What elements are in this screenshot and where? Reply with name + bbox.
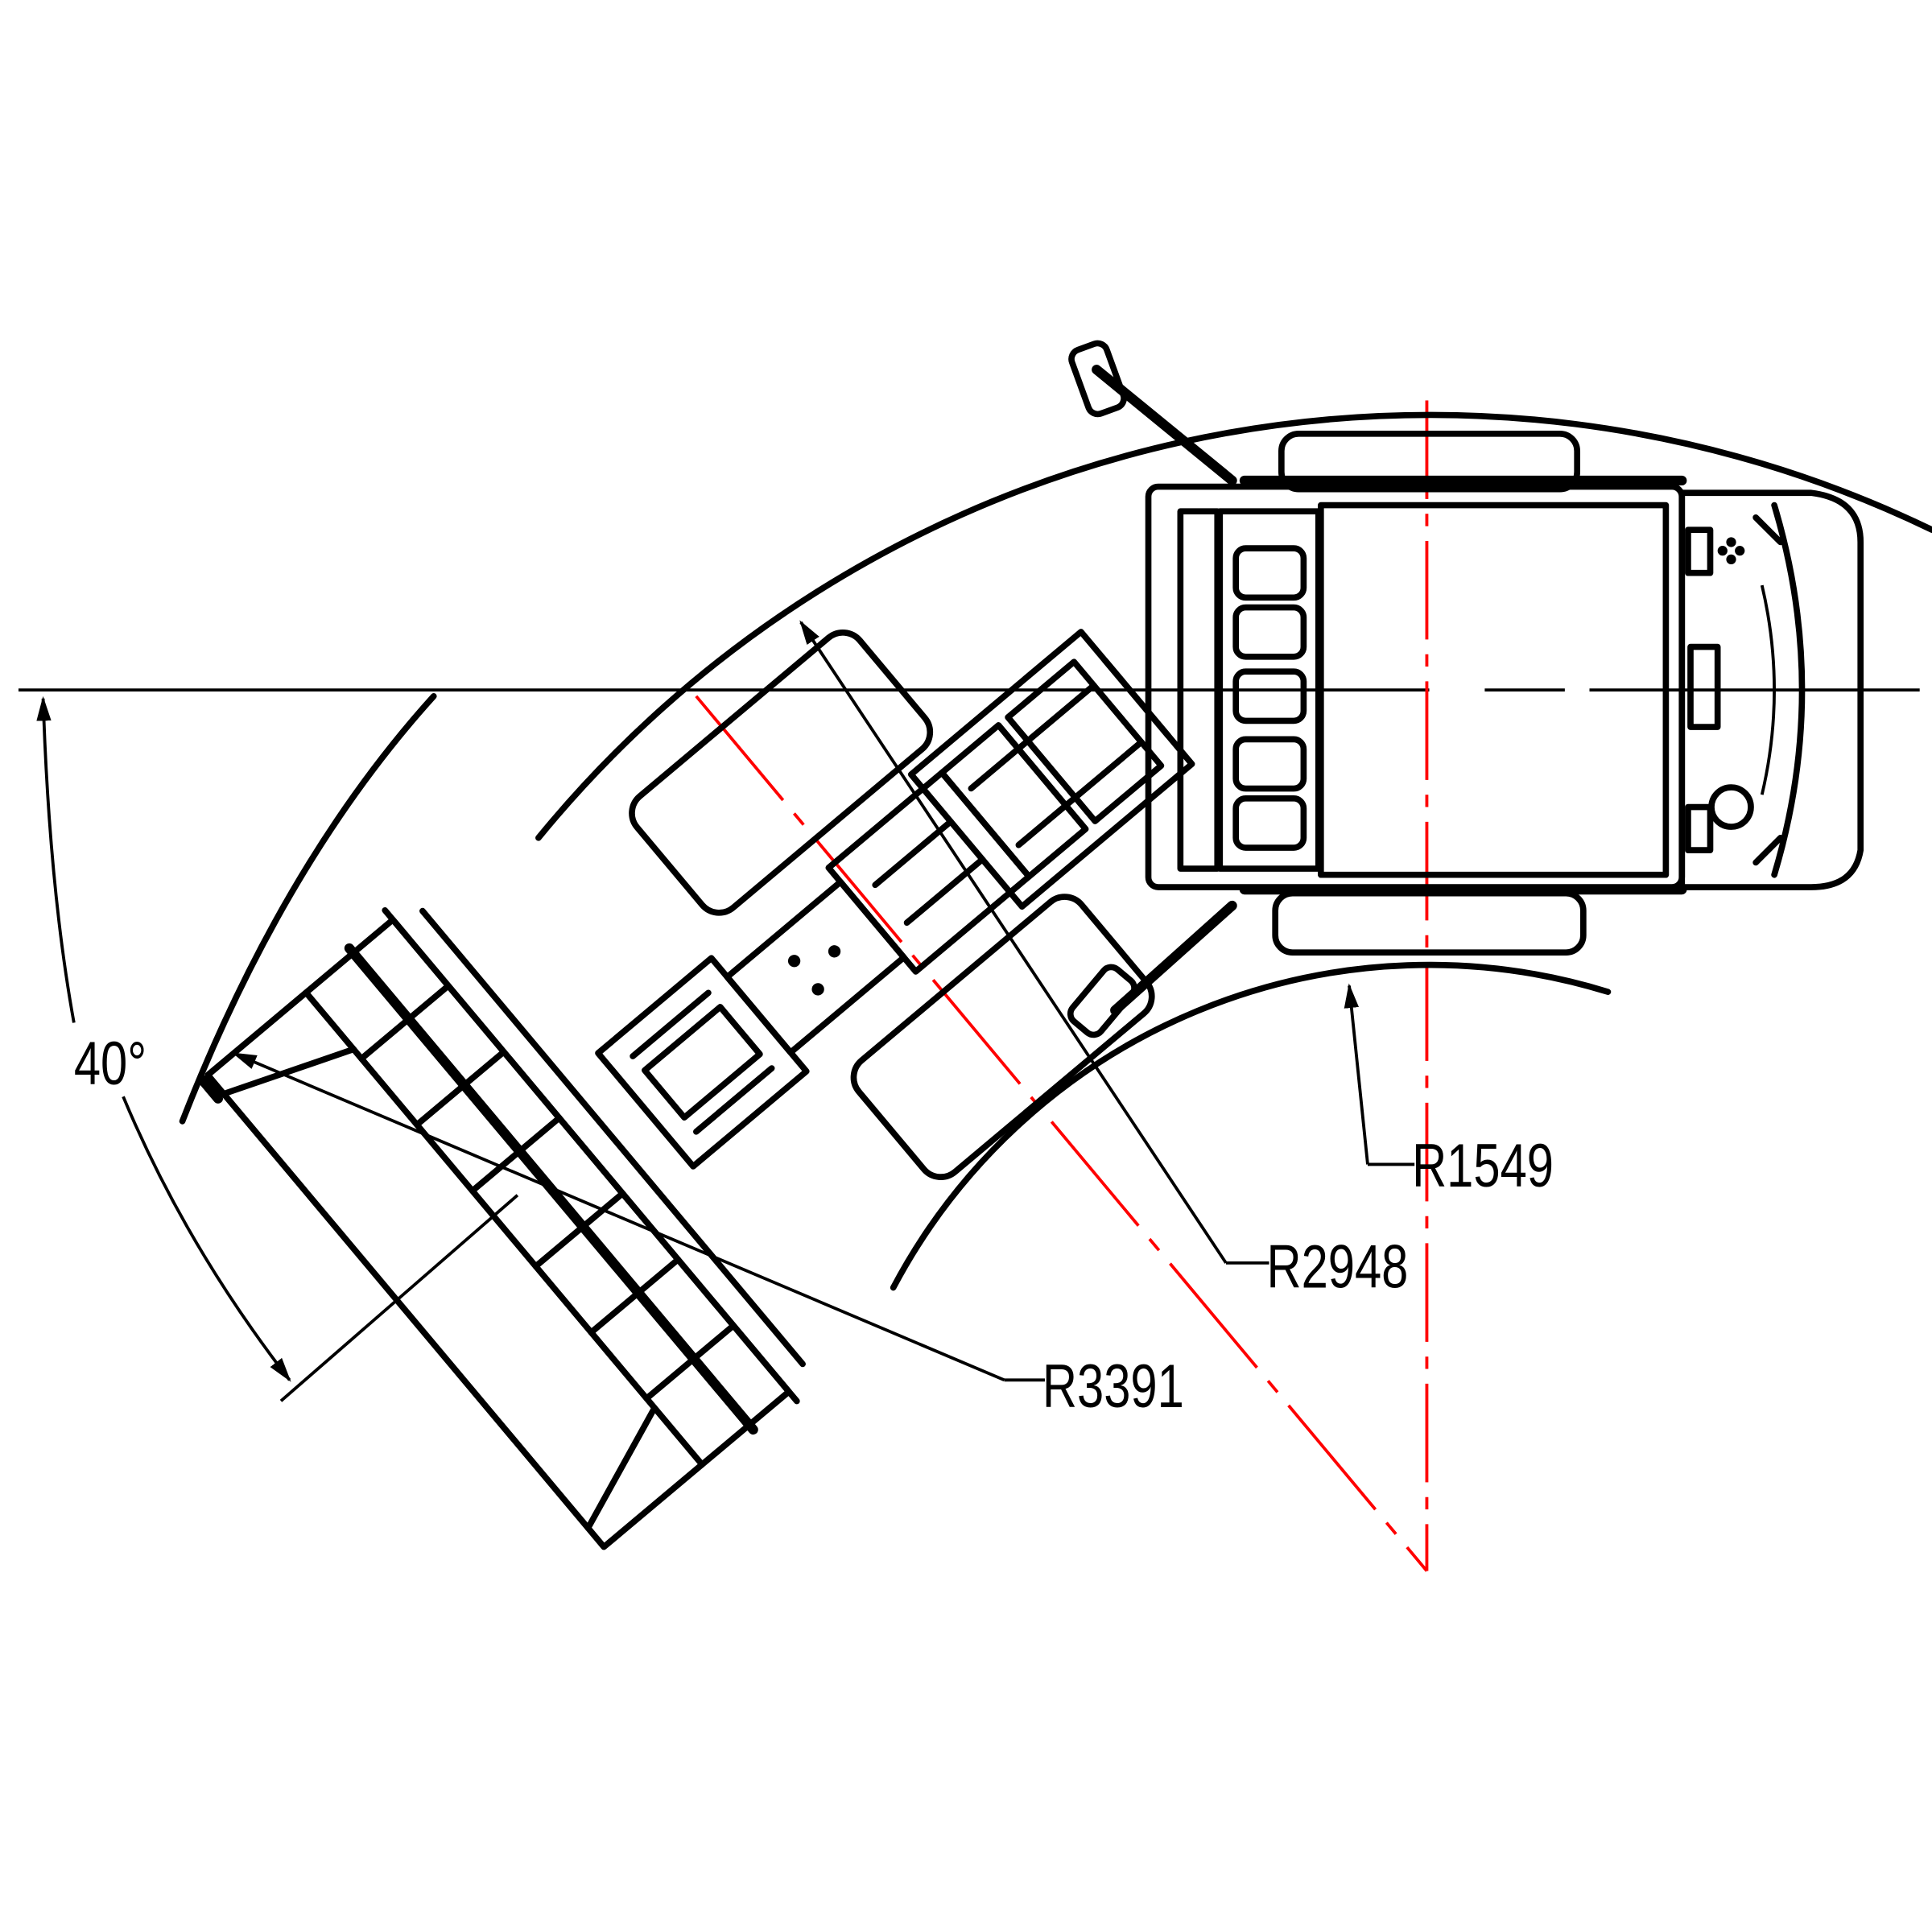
inner-turning-arc (890, 961, 1612, 1291)
red-diagonal-centerline (695, 695, 1428, 1572)
front-wheel-left (629, 629, 934, 916)
angle-dimension: 40° (36, 696, 519, 1402)
radius-dimension-inner: R1549 (1344, 983, 1554, 1200)
bucket (197, 906, 806, 1550)
radius-label-inner: R1549 (1412, 1131, 1554, 1200)
front-wheel-right (850, 894, 1155, 1180)
angle-label: 40° (74, 1029, 147, 1098)
radius-dimension-middle: R2948 (799, 620, 1408, 1301)
radius-dimension-outer: R3391 (231, 1051, 1184, 1421)
radius-label-middle: R2948 (1266, 1232, 1408, 1301)
front-frame (197, 629, 1195, 1550)
bucket-sweep-arc (179, 692, 437, 1125)
steering-links (1067, 340, 1237, 1038)
radius-label-outer: R3391 (1042, 1352, 1184, 1421)
rear-frame (1145, 430, 1864, 956)
